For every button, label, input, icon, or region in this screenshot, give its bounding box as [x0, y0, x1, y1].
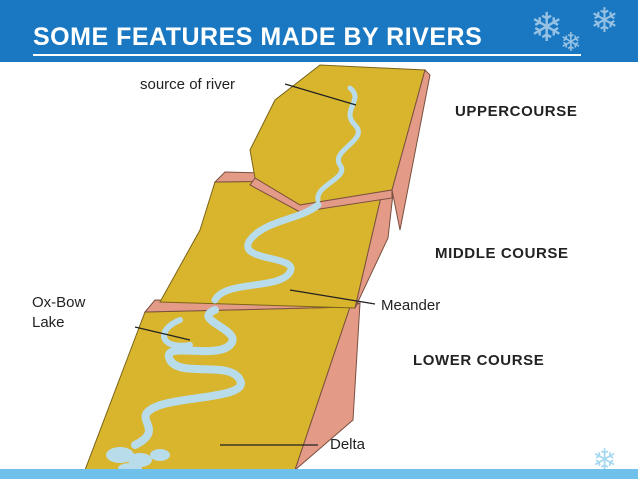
middle-river: [211, 201, 322, 304]
title-bar: [0, 0, 638, 62]
label-middle-course: MIDDLE COURSE: [435, 245, 569, 262]
oxbow-lake: [161, 317, 193, 349]
upper-river: [315, 85, 361, 203]
title-underline: [33, 54, 581, 56]
label-delta: Delta: [330, 436, 366, 453]
source-pointer-line: [284, 83, 357, 106]
river-features-diagram: [84, 64, 431, 469]
meander-pointer-line: [289, 289, 376, 305]
label-meander: Meander: [381, 297, 441, 314]
snowflake-icon: ❄: [560, 28, 582, 58]
label-source-of-river: source of river: [140, 76, 236, 93]
slide-title: SOME FEATURES MADE BY RIVERS: [33, 23, 483, 51]
snowflake-icon: ❄: [592, 443, 618, 478]
lower-river: [131, 306, 245, 449]
snowflake-icon: ❄: [530, 5, 564, 51]
label-oxbow-line1: Ox-Bow: [32, 294, 86, 311]
oxbow-pointer-line: [134, 326, 191, 341]
upper-course-cliff: [391, 69, 431, 231]
snowflake-icon: ❄: [590, 1, 619, 41]
footer-accent-bar: [0, 469, 638, 479]
upper-course-lower-edge: [249, 177, 393, 213]
label-lower-course: LOWER COURSE: [413, 352, 545, 369]
label-oxbow-line2: Lake: [32, 314, 65, 331]
delta-fan: [106, 447, 170, 469]
label-upper-course: UPPERCOURSE: [455, 103, 578, 120]
